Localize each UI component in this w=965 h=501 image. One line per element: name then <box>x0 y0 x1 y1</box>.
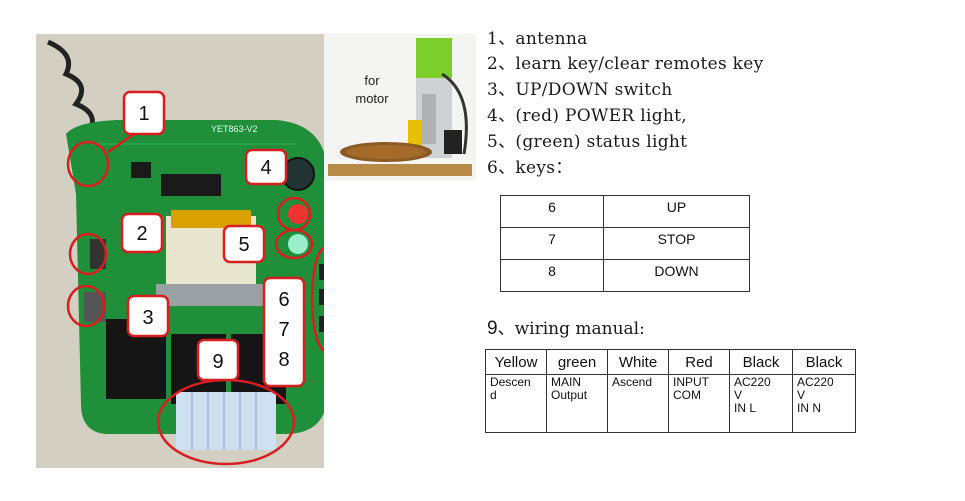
table-row: 8 DOWN <box>500 259 750 292</box>
wire-color-header: Red <box>668 349 730 375</box>
legend-item-switch: 3、UP/DOWN switch <box>487 80 673 100</box>
wire-color-header: Black <box>792 349 856 375</box>
motor-label-line2: motor <box>355 91 389 106</box>
callout-8: 8 <box>278 349 289 371</box>
highlight-status-light <box>274 228 314 260</box>
wiring-title-number: 9 <box>487 318 498 339</box>
key-number: 8 <box>500 259 604 292</box>
wiring-title-text: 、wiring manual: <box>497 319 645 339</box>
keys-table: 6 UP 7 STOP 8 DOWN <box>500 195 750 292</box>
key-number: 6 <box>500 195 604 228</box>
highlight-switch <box>66 284 106 328</box>
wire-function: MAIN Output <box>546 374 608 433</box>
table-row: Descen d MAIN Output Ascend INPUT COM AC… <box>485 374 856 433</box>
legend-item-power-light: 4、(red) POWER light, <box>487 106 687 126</box>
wire-function: AC220 V IN L <box>729 374 793 433</box>
wire-color-header: White <box>607 349 669 375</box>
key-number: 7 <box>500 227 604 260</box>
wiring-title: 9、wiring manual: <box>487 314 645 340</box>
wire-function: Descen d <box>485 374 547 433</box>
motor-label: for motor <box>344 72 400 108</box>
table-row: 7 STOP <box>500 227 750 260</box>
callout-6: 6 <box>278 289 289 311</box>
wire-function: AC220 V IN N <box>792 374 856 433</box>
callout-1: 1 <box>138 103 149 125</box>
callout-4: 4 <box>260 157 271 179</box>
legend-item-antenna: 1、antenna <box>487 29 588 49</box>
board-label: YET863-V2 <box>211 124 258 134</box>
highlight-learn-key <box>68 232 108 276</box>
highlight-keys <box>310 246 324 352</box>
legend-item-learn-key: 2、learn key/clear remotes key <box>487 54 764 74</box>
highlight-antenna <box>66 140 110 188</box>
wire-color-header: Black <box>729 349 793 375</box>
motor-label-line1: for <box>364 73 380 88</box>
key-action: DOWN <box>603 259 750 292</box>
wiring-table: Yellow green White Red Black Black Desce… <box>485 349 856 433</box>
callout-9: 9 <box>212 351 223 373</box>
callout-3: 3 <box>142 307 153 329</box>
motor-photo <box>328 38 472 176</box>
legend-item-keys: 6、keys： <box>487 158 573 178</box>
key-action: STOP <box>603 227 750 260</box>
key-action: UP <box>603 195 750 228</box>
callout-2: 2 <box>136 223 147 245</box>
callout-7: 7 <box>278 319 289 341</box>
wire-function: INPUT COM <box>668 374 730 433</box>
table-header-row: Yellow green White Red Black Black <box>485 349 856 375</box>
table-row: 6 UP <box>500 195 750 228</box>
wire-color-header: green <box>546 349 608 375</box>
wire-color-header: Yellow <box>485 349 547 375</box>
control-board-photo: YET863-V2 1 2 3 4 5 6 7 8 9 <box>36 34 324 468</box>
legend-item-status-light: 5、(green) status light <box>487 132 688 152</box>
callout-5: 5 <box>238 234 249 256</box>
wire-function: Ascend <box>607 374 669 433</box>
